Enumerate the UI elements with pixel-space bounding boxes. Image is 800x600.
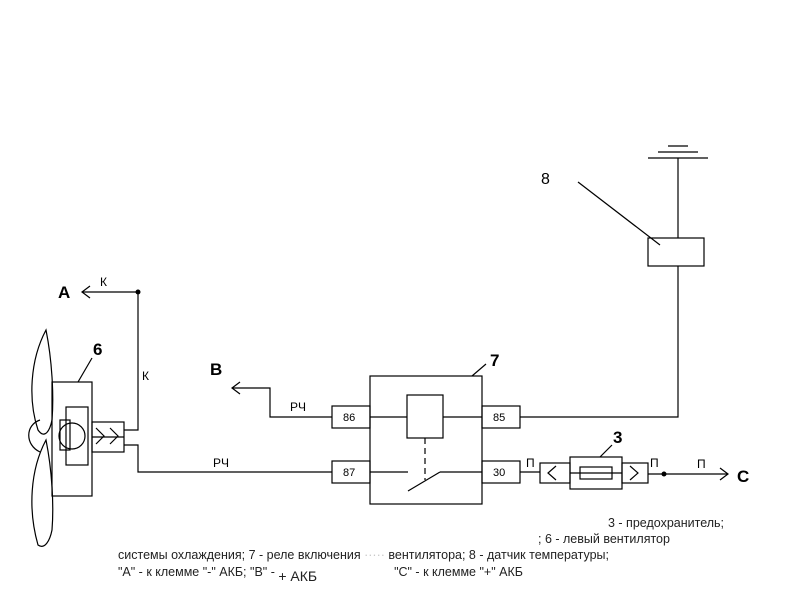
wire-86-b — [232, 387, 332, 418]
legend-line-2: ; 6 - левый вентилятор — [538, 532, 670, 546]
label-rch-bottom: РЧ — [213, 456, 229, 470]
relay-7 — [369, 375, 483, 505]
pin-85-box — [481, 405, 521, 429]
legend-line-3b: вентилятора; 8 - датчик температуры; — [388, 548, 609, 562]
legend-line-3a: системы охлаждения; 7 - реле включения — [118, 548, 361, 562]
label-3: 3 — [613, 428, 622, 447]
fuse-3-pointer — [599, 444, 613, 458]
arrow-c — [719, 467, 729, 481]
label-k-top: К — [100, 275, 107, 289]
wire-fan-87 — [124, 444, 332, 473]
fuse-connector-left — [539, 462, 571, 484]
arrow-a — [81, 285, 91, 299]
legend-line-4a: "А" - к клемме "-" АКБ; "В" - — [118, 565, 275, 579]
relay-7-pointer — [471, 363, 487, 377]
legend-line-1: 3 - предохранитель; — [608, 516, 725, 530]
legend: 3 - предохранитель; ; 6 - левый вентилят… — [118, 515, 778, 584]
fan-6-pointer — [77, 357, 93, 383]
legend-line-4c: "С" - к клемме "+" АКБ — [394, 565, 523, 579]
legend-line-4b: + АКБ — [278, 568, 318, 584]
label-p1: П — [526, 456, 535, 470]
legend-smudge: ····· — [364, 548, 385, 562]
fuse-connector-right-mark — [629, 465, 639, 481]
label-b: B — [210, 360, 222, 379]
pin-86-label: 86 — [343, 412, 355, 424]
label-8: 8 — [541, 171, 550, 188]
label-7: 7 — [490, 351, 499, 370]
fuse-connector-right — [621, 462, 649, 484]
label-6: 6 — [93, 340, 102, 359]
fan-6 — [28, 328, 125, 547]
label-k-side: К — [142, 369, 149, 383]
ground-symbol — [648, 145, 708, 238]
legend-line-3: системы охлаждения; 7 - реле включения ·… — [118, 547, 778, 563]
wire-sensor-85 — [520, 266, 679, 418]
label-a: A — [58, 283, 70, 302]
fuse-connector-left-mark — [547, 465, 557, 481]
pin-85-label: 85 — [493, 412, 505, 424]
arrow-b — [231, 381, 241, 395]
wire-fan-junction — [124, 292, 139, 431]
junction-right — [661, 471, 667, 477]
legend-line-4: "А" - к клемме "-" АКБ; "В" - + АКБ "С" … — [118, 563, 778, 584]
pin-87-label: 87 — [343, 467, 355, 479]
label-p3: П — [697, 457, 706, 471]
label-rch-top: РЧ — [290, 400, 306, 414]
label-c: C — [737, 467, 749, 486]
temperature-sensor — [647, 237, 705, 267]
pin-30-label: 30 — [493, 467, 505, 479]
sensor-pointer — [577, 181, 661, 246]
label-p2: П — [650, 456, 659, 470]
